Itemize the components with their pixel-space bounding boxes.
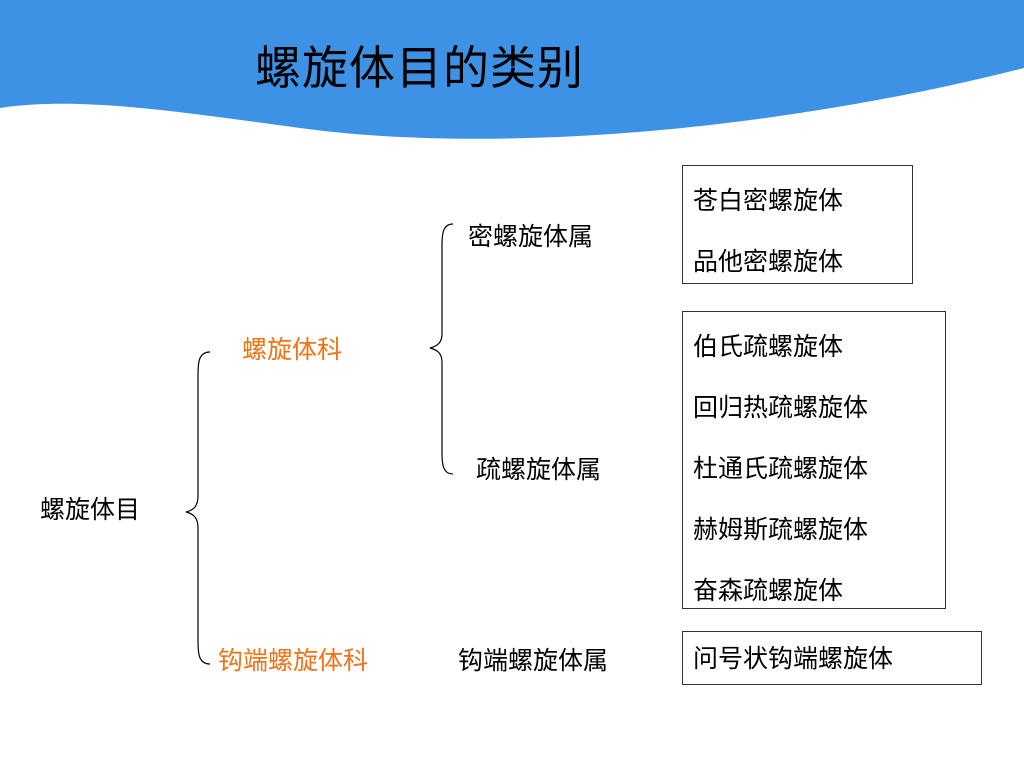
- genus-label-borrelia: 疏螺旋体属: [476, 455, 602, 484]
- family-brace: [429, 223, 454, 475]
- page-title: 螺旋体目的类别: [255, 41, 584, 95]
- genus-label-leptospira: 钩端螺旋体属: [458, 646, 609, 675]
- species-item: 奋森疏螺旋体: [693, 576, 844, 605]
- species-box-leptospira: 问号状钩端螺旋体: [682, 631, 982, 685]
- species-item: 品他密螺旋体: [693, 247, 844, 276]
- species-box-borrelia: 伯氏疏螺旋体 回归热疏螺旋体 杜通氏疏螺旋体 赫姆斯疏螺旋体 奋森疏螺旋体: [682, 311, 946, 609]
- species-item: 问号状钩端螺旋体: [693, 644, 894, 673]
- species-item: 回归热疏螺旋体: [693, 393, 869, 422]
- title-banner: [0, 0, 1024, 139]
- genus-label-treponema: 密螺旋体属: [468, 222, 594, 251]
- species-item: 赫姆斯疏螺旋体: [693, 515, 869, 544]
- family-label-spirochaetaceae: 螺旋体科: [242, 335, 343, 364]
- species-box-treponema: 苍白密螺旋体 品他密螺旋体: [682, 165, 913, 284]
- species-item: 杜通氏疏螺旋体: [693, 454, 869, 483]
- species-item: 苍白密螺旋体: [693, 186, 844, 215]
- order-label: 螺旋体目: [40, 495, 141, 524]
- family-label-leptospiraceae: 钩端螺旋体科: [218, 646, 369, 675]
- species-item: 伯氏疏螺旋体: [693, 332, 844, 361]
- order-brace: [185, 351, 211, 665]
